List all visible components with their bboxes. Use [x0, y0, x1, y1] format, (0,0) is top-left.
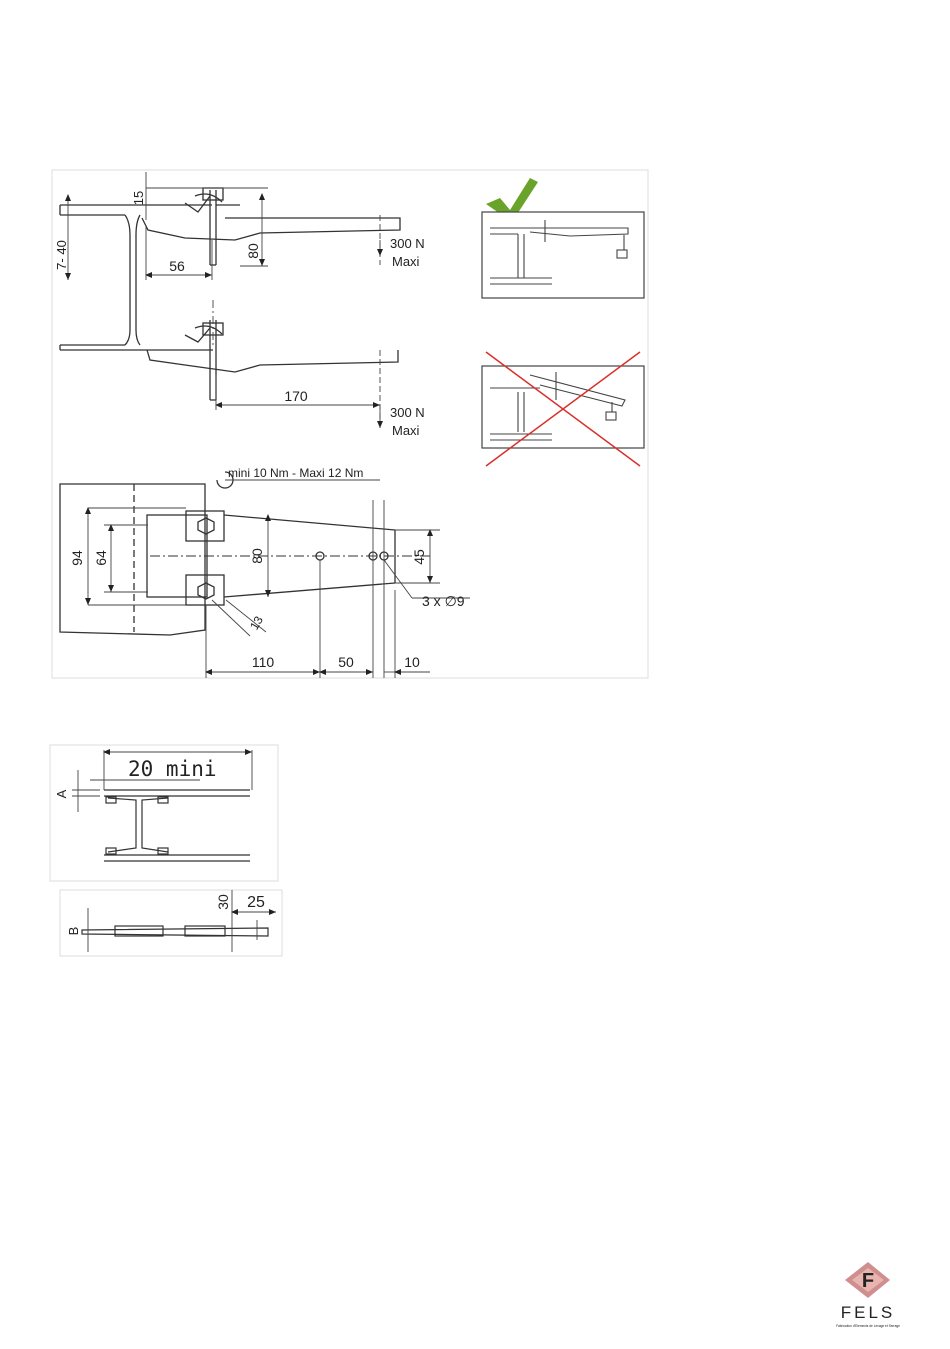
dim-top: 15 — [131, 191, 146, 205]
plan-view-drawing — [60, 472, 470, 678]
incorrect-mounting-example — [482, 352, 644, 466]
lower-clamp-part — [147, 320, 398, 400]
dim-25: 25 — [247, 894, 265, 911]
upper-clamp-part — [142, 188, 400, 265]
load-label-top-maxi: Maxi — [392, 254, 420, 269]
dim-height: 80 — [245, 243, 261, 259]
dim-outer: 94 — [69, 550, 85, 566]
logo-text: FELS — [841, 1303, 896, 1322]
dim-offset: 56 — [169, 258, 185, 274]
load-label-bottom: 300 N — [390, 405, 425, 420]
correct-mounting-example — [482, 178, 644, 298]
load-label-top: 300 N — [390, 236, 425, 251]
dim-a: 110 — [252, 654, 275, 670]
dim-flange-thickness: 7- 40 — [54, 240, 69, 270]
torque-label: mini 10 Nm - Maxi 12 Nm — [228, 466, 363, 480]
label-a: A — [54, 789, 69, 798]
logo-tagline: Fabrication d'Elements de Levage et Serr… — [836, 1324, 900, 1328]
logo-letter: F — [862, 1270, 874, 1292]
upper-ibeam-section — [60, 205, 213, 350]
dim-length: 170 — [284, 388, 308, 404]
dim-b: 50 — [338, 654, 354, 670]
dim-inner: 64 — [93, 550, 109, 566]
fels-logo: F FELS Fabrication d'Elements de Levage … — [836, 1262, 900, 1328]
dim-min: 20 mini — [128, 757, 217, 781]
dim-width: 80 — [249, 548, 265, 564]
holes-label: 3 x ∅9 — [422, 593, 465, 609]
load-label-bottom-maxi: Maxi — [392, 423, 420, 438]
dim-c: 10 — [404, 654, 420, 670]
dim-end-width: 45 — [411, 549, 427, 565]
label-b: B — [66, 927, 81, 936]
dim-30: 30 — [215, 894, 231, 910]
